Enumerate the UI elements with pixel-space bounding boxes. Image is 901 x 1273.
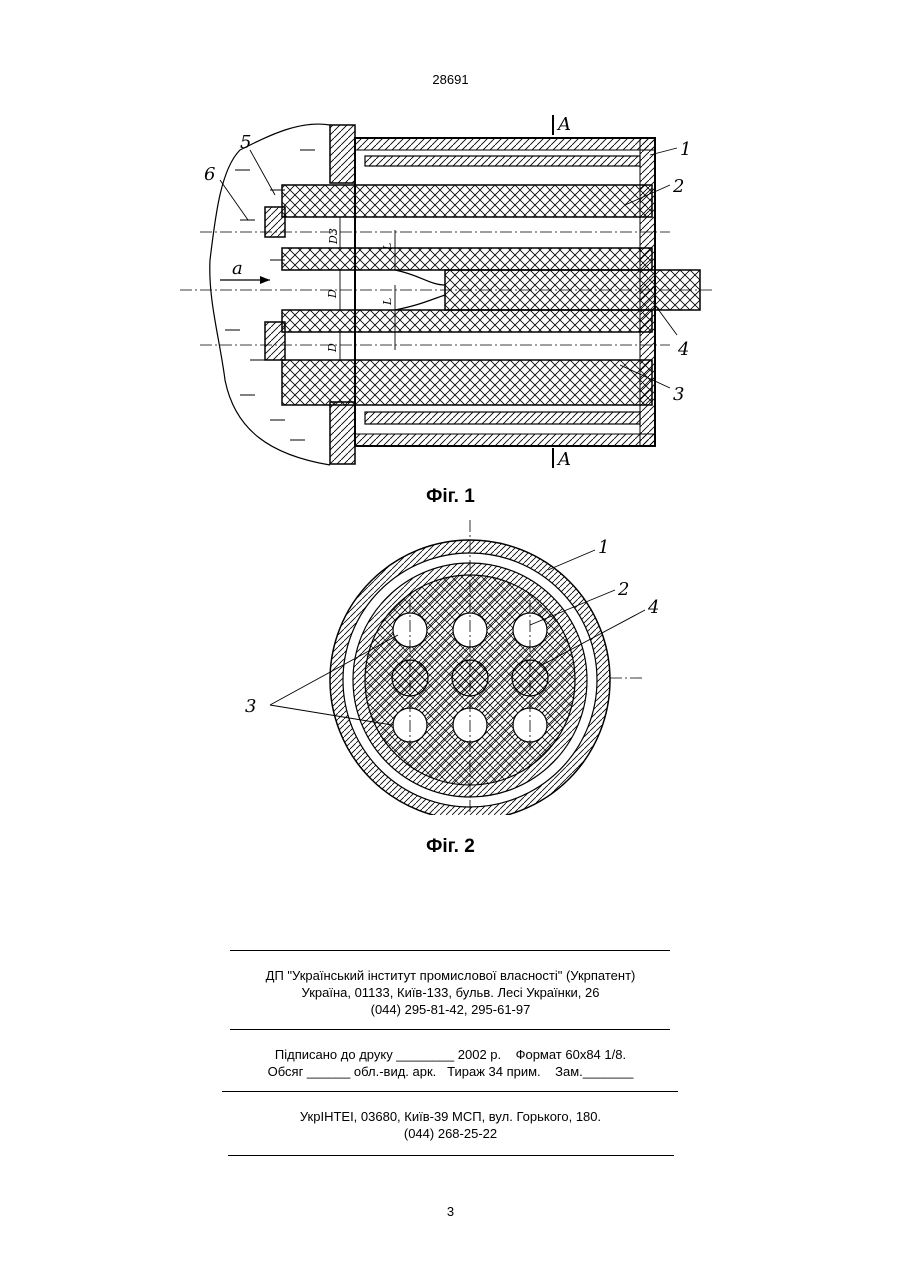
fig1-label-5: 5 (240, 132, 251, 153)
fig1-label-D1: D (326, 289, 339, 299)
figure-1-caption: Фіг. 1 (0, 486, 901, 508)
fig1-label-1: 1 (680, 139, 691, 160)
fig1-label-D2: D (326, 343, 339, 353)
publisher-block: ДП "Український інститут промислової вла… (0, 967, 901, 1018)
figure-2-drawing: 1 2 3 4 (230, 515, 670, 815)
publisher-line-2: Україна, 01133, Київ-133, бульв. Лесі Ук… (0, 984, 901, 1001)
printer-line-1: УкрІНТЕІ, 03680, Київ-39 МСП, вул. Горьк… (0, 1108, 901, 1125)
fig1-label-2: 2 (672, 176, 684, 197)
fig1-label-D3: D3 (327, 228, 340, 245)
fig2-label-3: 3 (245, 696, 256, 717)
printer-block: УкрІНТЕІ, 03680, Київ-39 МСП, вул. Горьк… (0, 1108, 901, 1142)
fig1-label-a: a (232, 258, 243, 279)
insulator-2 (282, 248, 652, 270)
sleeve-bottom (365, 412, 640, 424)
insulator-1 (282, 185, 652, 217)
imprint-rule-3 (222, 1091, 678, 1092)
nozzle-top (265, 207, 285, 237)
print-line-2: Обсяг ______ обл.-вид. арк. Тираж 34 при… (0, 1063, 901, 1080)
publisher-line-3: (044) 295-81-42, 295-61-97 (0, 1001, 901, 1018)
fig1-label-L1: L (381, 243, 394, 251)
figure-2-caption: Фіг. 2 (0, 836, 901, 858)
imprint-rule-4 (228, 1155, 674, 1156)
page-number: 3 (0, 1204, 901, 1219)
fig2-label-2: 2 (617, 579, 629, 600)
fig1-label-6: 6 (204, 164, 215, 185)
imprint-rule-1 (230, 950, 670, 951)
fig1-label-L2: L (381, 298, 394, 306)
fig1-label-4: 4 (677, 339, 689, 360)
print-line-1: Підписано до друку ________ 2002 р. Форм… (0, 1046, 901, 1063)
liquid-boundary (210, 124, 330, 465)
publisher-line-1: ДП "Український інститут промислової вла… (0, 967, 901, 984)
fig2-label-1: 1 (598, 537, 609, 558)
flange-top (330, 125, 355, 183)
nozzle-bottom (265, 322, 285, 360)
insulator-4 (282, 360, 652, 405)
fig1-label-A-top: A (556, 114, 571, 135)
imprint-rule-2 (230, 1029, 670, 1030)
printer-line-2: (044) 268-25-22 (0, 1125, 901, 1142)
document-number: 28691 (0, 72, 901, 87)
sleeve-top (365, 156, 640, 166)
fig1-label-3: 3 (673, 384, 684, 405)
insulator-3 (282, 310, 652, 332)
figure-1-drawing: A A 1 2 3 4 5 6 a D3 D D L L (180, 110, 720, 480)
print-block: Підписано до друку ________ 2002 р. Форм… (0, 1046, 901, 1080)
fig2-label-4: 4 (647, 597, 659, 618)
flange-bottom (330, 402, 355, 464)
fig1-label-A-bottom: A (556, 449, 571, 470)
